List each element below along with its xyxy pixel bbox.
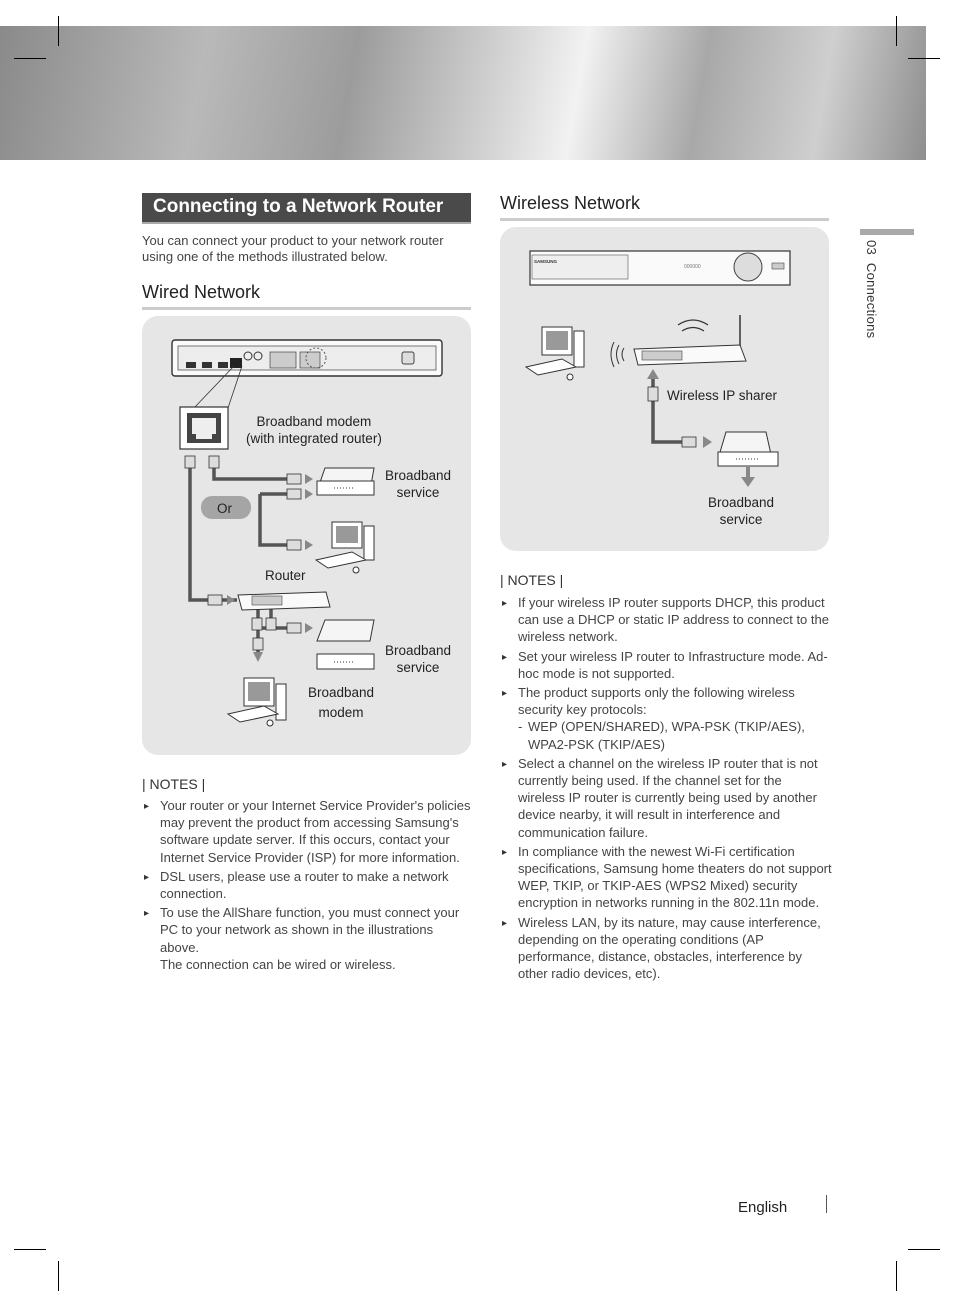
list-item: ▸DSL users, please use a router to make … xyxy=(144,868,449,902)
svg-text:SAMSUNG: SAMSUNG xyxy=(534,259,558,264)
broadband-service-label-1: Broadband service xyxy=(385,468,452,500)
crop-mark xyxy=(908,58,940,59)
list-item: ▸If your wireless IP router supports DHC… xyxy=(502,595,829,645)
computer-wireless xyxy=(524,326,585,381)
side-tab-marker xyxy=(860,229,914,235)
list-item: ▸The product supports only the following… xyxy=(500,684,832,753)
router-device xyxy=(237,591,331,611)
crop-mark xyxy=(58,16,59,46)
bullet-icon: ▸ xyxy=(502,598,508,609)
bullet-icon: ▸ xyxy=(502,651,508,663)
router-label: Router xyxy=(265,568,306,583)
home-theater-rear-panel xyxy=(171,339,443,377)
wired-network-diagram: Broadband modem (with integrated router)… xyxy=(142,316,471,755)
list-item: ▸Your router or your Internet Service Pr… xyxy=(144,798,471,865)
computer-2 xyxy=(226,677,287,727)
bullet-icon: ▸ xyxy=(502,758,508,770)
wireless-notes-heading: | NOTES | xyxy=(500,572,564,588)
broadband-device-2 xyxy=(316,619,375,670)
footer-language: English xyxy=(738,1199,788,1216)
broadband-modem-label: Broadband modem xyxy=(308,685,375,720)
header-band xyxy=(0,26,926,160)
home-theater-front-panel: SAMSUNG 000000 xyxy=(529,250,791,286)
wired-notes-heading: | NOTES | xyxy=(142,776,206,792)
wireless-notes-list: ▸If your wireless IP router supports DHC… xyxy=(500,594,832,984)
footer-divider xyxy=(826,1195,827,1213)
modem-label: Broadband modem (with integrated router) xyxy=(246,414,382,446)
crop-mark xyxy=(896,1261,897,1291)
wired-network-heading: Wired Network xyxy=(142,282,471,310)
wireless-sharer-label: Wireless IP sharer xyxy=(667,388,778,403)
list-item: ▸Select a channel on the wireless IP rou… xyxy=(502,755,818,840)
crop-mark xyxy=(14,1249,46,1250)
list-item: ▸To use the AllShare function, you must … xyxy=(144,905,460,972)
crop-mark xyxy=(896,16,897,46)
bullet-icon: ▸ xyxy=(502,688,508,700)
lan-port-closeup xyxy=(179,406,229,450)
list-item: ▸Set your wireless IP router to Infrastr… xyxy=(502,648,828,681)
section-title: Connecting to a Network Router xyxy=(142,193,471,224)
bullet-icon: ▸ xyxy=(144,871,150,883)
bullet-icon: ▸ xyxy=(502,917,508,929)
wired-notes-list: ▸Your router or your Internet Service Pr… xyxy=(142,797,472,975)
wireless-diagram-illustration: SAMSUNG 000000 xyxy=(524,250,791,487)
sub-item: -WEP (OPEN/SHARED), WPA-PSK (TKIP/AES), … xyxy=(518,719,805,752)
crop-mark xyxy=(908,1249,940,1250)
wireless-network-diagram: SAMSUNG 000000 xyxy=(500,227,829,551)
computer-1 xyxy=(314,521,375,574)
wireless-network-heading: Wireless Network xyxy=(500,193,829,221)
crop-mark xyxy=(58,1261,59,1291)
bullet-icon: ▸ xyxy=(144,908,150,920)
crop-mark xyxy=(14,58,46,59)
bullet-icon: ▸ xyxy=(502,846,508,858)
wireless-ip-sharer xyxy=(633,315,747,366)
or-pill xyxy=(201,496,251,519)
list-item: ▸In compliance with the newest Wi-Fi cer… xyxy=(502,843,832,911)
svg-text:000000: 000000 xyxy=(684,264,701,270)
wired-diagram-illustration xyxy=(171,339,443,727)
bullet-icon: ▸ xyxy=(144,801,150,812)
side-tab-label: 03 Connections xyxy=(864,240,879,339)
intro-text: You can connect your product to your net… xyxy=(142,233,444,264)
broadband-service-label-wireless: Broadband service xyxy=(708,495,775,527)
or-label: Or xyxy=(217,501,232,516)
broadband-service-label-2: Broadband service xyxy=(385,643,452,675)
broadband-device-wireless xyxy=(717,431,779,487)
broadband-device-1 xyxy=(316,467,375,496)
list-item: ▸Wireless LAN, by its nature, may cause … xyxy=(502,914,821,982)
